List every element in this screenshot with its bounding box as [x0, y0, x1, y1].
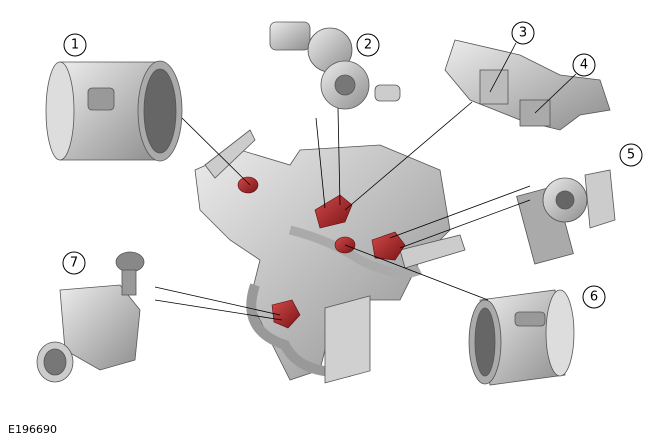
- svg-text:5: 5: [627, 148, 635, 163]
- turbocharger-5: [516, 169, 616, 265]
- leader-lines: [154, 42, 577, 321]
- turbocharger-2: [269, 21, 401, 110]
- callout-5: 5: [619, 143, 643, 167]
- svg-text:4: 4: [580, 58, 588, 73]
- callout-4: 4: [572, 53, 596, 77]
- mass-air-flow-sensor-1: [45, 60, 183, 162]
- callout-6: 6: [582, 285, 606, 309]
- valve-assembly-7: [36, 251, 145, 383]
- figure-reference-code: E196690: [8, 423, 57, 436]
- callout-3: 3: [511, 21, 535, 45]
- callout-2: 2: [356, 33, 380, 57]
- actuator-bracket-3-4: [444, 39, 611, 131]
- svg-text:3: 3: [519, 26, 527, 41]
- mass-air-flow-sensor-6: [468, 289, 575, 386]
- svg-text:2: 2: [364, 38, 372, 53]
- callout-1: 1: [63, 33, 87, 57]
- svg-text:7: 7: [70, 256, 78, 271]
- engine-assembly: [194, 129, 466, 384]
- highlight-part-7: [271, 299, 301, 329]
- highlight-part-1: [237, 176, 259, 194]
- highlight-part-2-3: [314, 194, 353, 229]
- callout-7: 7: [62, 251, 86, 275]
- highlight-part-5: [371, 231, 406, 261]
- svg-text:1: 1: [71, 38, 79, 53]
- svg-text:6: 6: [590, 290, 598, 305]
